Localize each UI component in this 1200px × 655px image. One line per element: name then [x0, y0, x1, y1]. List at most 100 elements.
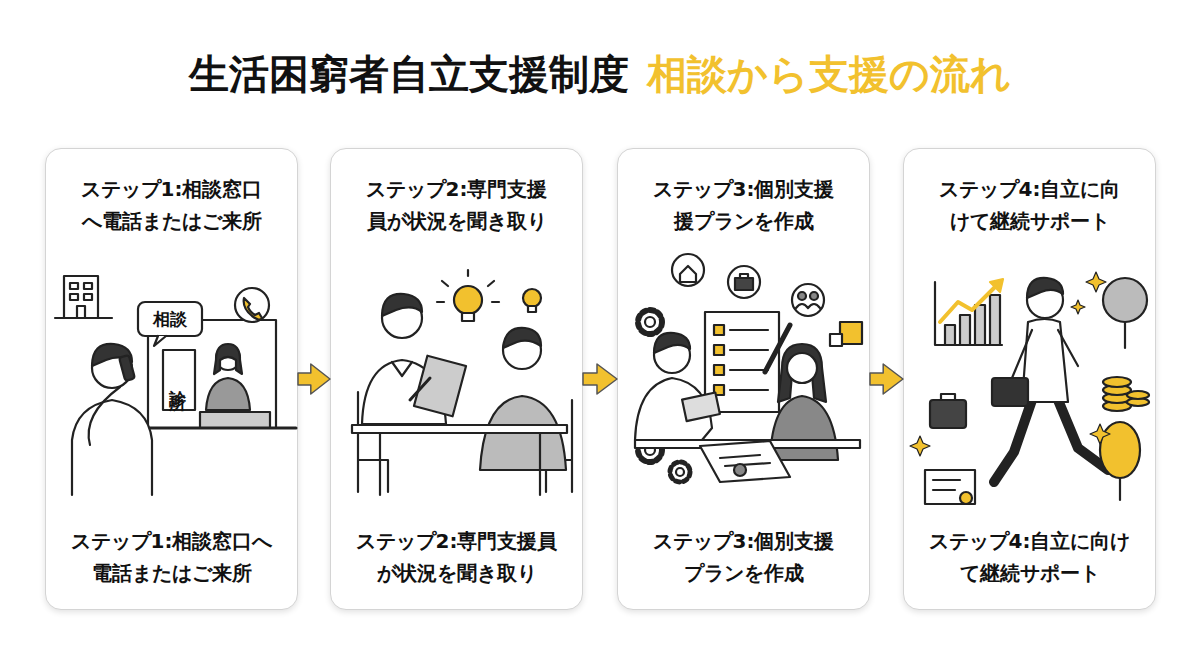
topic-icons	[798, 292, 806, 300]
step-caption: ステップ4:自立に向け て継続サポート	[908, 525, 1151, 589]
certificate	[925, 470, 975, 504]
supporter-person	[410, 378, 430, 400]
step-heading: ステップ2:専門支援 員が状況を聞き取り	[335, 173, 578, 237]
table	[539, 433, 541, 495]
step-caption: ステップ2:専門支援員 が状況を聞き取り	[335, 525, 578, 589]
trees-coins	[1127, 391, 1149, 399]
step-heading: ステップ4:自立に向 けて継続サポート	[908, 173, 1151, 237]
topic-icons	[672, 254, 704, 286]
step-caption: ステップ3:個別支援 プランを作成	[622, 525, 865, 589]
speech-bubble	[138, 302, 202, 346]
certificate	[925, 470, 975, 504]
planner-person	[654, 333, 690, 353]
plan-document	[714, 345, 724, 355]
gear-icons	[676, 468, 684, 476]
supporter-person	[382, 294, 422, 316]
phone-icon	[235, 288, 269, 322]
supporter-person	[392, 362, 412, 376]
counter-window	[138, 320, 296, 428]
trees-coins	[1119, 478, 1121, 500]
topic-icons	[796, 304, 820, 308]
briefcase-icon	[930, 400, 966, 428]
lightbulb-icon	[492, 301, 499, 303]
growth-chart	[960, 315, 970, 345]
step-heading: ステップ3:個別支援 援プランを作成	[622, 173, 865, 237]
certificate	[933, 479, 960, 481]
building-icon	[84, 283, 92, 289]
topic-icons	[728, 266, 760, 298]
building-icon	[64, 276, 98, 318]
plan-document	[714, 365, 724, 375]
trees-coins	[1103, 278, 1147, 322]
client-woman	[787, 353, 817, 383]
gear-icons	[670, 462, 690, 482]
phone-icon	[244, 298, 262, 320]
step-heading: ステップ1:相談窓口 へ電話またはご来所	[50, 173, 293, 237]
trees-coins	[1103, 377, 1131, 387]
building-icon	[84, 294, 92, 300]
table	[379, 433, 381, 495]
speech-bubble	[138, 302, 202, 336]
title-row: 生活困窮者自立支援制度相談から支援の流れ	[0, 44, 1200, 104]
phone-icon	[235, 288, 269, 322]
table	[352, 425, 567, 433]
flow-arrow	[870, 364, 903, 394]
plan-document	[730, 369, 768, 371]
table-papers	[725, 463, 770, 466]
table-papers	[734, 464, 746, 476]
topic-icons	[740, 274, 748, 278]
building-icon	[70, 294, 78, 300]
trees-coins	[1100, 422, 1140, 478]
lightbulb-icon	[454, 286, 482, 314]
plan-document	[730, 329, 768, 331]
lightbulb-icon	[528, 306, 536, 312]
gear-icons	[645, 317, 655, 327]
topic-icons	[680, 266, 696, 282]
title: 生活困窮者自立支援制度	[189, 44, 629, 104]
certificate	[960, 492, 972, 504]
counter-window	[138, 427, 296, 430]
plan-document	[730, 389, 768, 391]
sign-text: 診所	[163, 350, 195, 410]
flow-arrow	[583, 364, 617, 394]
certificate	[933, 489, 955, 491]
counter-window	[214, 344, 242, 374]
building-icon	[77, 306, 85, 318]
topic-icons	[840, 322, 862, 344]
growth-chart	[975, 305, 985, 345]
flow-arrow	[870, 364, 903, 394]
lightbulb-icon	[462, 313, 474, 321]
walking-person	[992, 378, 1028, 406]
flow-arrow	[583, 364, 617, 394]
topic-icons	[792, 284, 824, 316]
lightbulb-icon	[467, 270, 469, 276]
growth-chart	[945, 325, 955, 345]
lightbulb-icon	[437, 301, 444, 303]
gear-icons	[638, 310, 662, 334]
table-papers	[720, 455, 760, 458]
speech-bubble	[154, 336, 166, 346]
growth-chart	[990, 279, 1003, 292]
counter-window	[206, 378, 250, 410]
bubble-text: 相談	[138, 302, 202, 336]
walking-person	[1027, 278, 1063, 298]
title-highlight: 相談から支援の流れ	[647, 44, 1011, 104]
building-icon	[55, 317, 112, 319]
clinic-sign	[163, 350, 195, 410]
counter-window	[200, 412, 270, 428]
caller-person	[119, 355, 135, 381]
trees-coins	[1124, 322, 1126, 348]
topic-icons	[810, 292, 818, 300]
flow-arrow	[298, 364, 330, 394]
growth-chart	[990, 295, 1000, 345]
briefcase-icon	[930, 394, 966, 428]
clinic-sign	[163, 350, 195, 410]
building-icon	[70, 283, 78, 289]
plan-document	[730, 349, 768, 351]
topic-icons	[830, 334, 842, 346]
lightbulb-icon	[523, 289, 541, 307]
plan-document	[705, 312, 790, 412]
plan-document	[714, 325, 724, 335]
flow-arrow	[298, 364, 330, 394]
